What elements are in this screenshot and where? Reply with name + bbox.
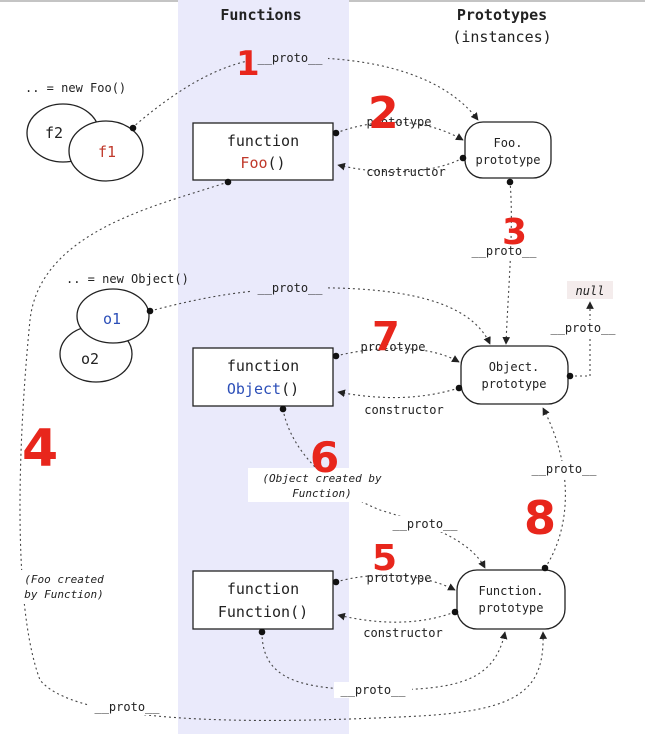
function-object-keyword: function xyxy=(227,357,299,375)
constructor-label-foo: constructor xyxy=(366,165,445,179)
function-prototype-proto-dot xyxy=(541,564,549,572)
annotation-3: 3 xyxy=(502,212,527,253)
o1-label: o1 xyxy=(103,310,121,328)
proto-label-bg-1 xyxy=(250,50,328,66)
object-created-bg xyxy=(248,468,396,502)
object-prototype-line1: Object. xyxy=(489,360,540,374)
null-label: null xyxy=(576,284,605,298)
function-foo-keyword: function xyxy=(227,132,299,150)
foo-created-line1: (Foo created xyxy=(24,573,104,586)
f1-proto-dot xyxy=(129,124,137,132)
foo-name-text: Foo xyxy=(240,154,267,172)
foo-constructor-link xyxy=(337,157,464,173)
function-function-keyword: function xyxy=(227,580,299,598)
proto-label-bg-fnfn xyxy=(334,682,412,698)
annotation-4: 4 xyxy=(22,419,58,479)
annotation-1: 1 xyxy=(236,44,260,84)
proto-label-bg-foofn xyxy=(88,699,166,715)
object-prototype-line2: prototype xyxy=(481,377,546,391)
function-constructor-dot xyxy=(451,608,459,616)
proto-label-3: __proto__ xyxy=(471,244,537,258)
o2-label: o2 xyxy=(81,350,99,368)
foo-prototype-link xyxy=(335,121,464,141)
new-object-label: .. = new Object() xyxy=(66,272,189,286)
object-created-line1: (Object created by xyxy=(262,472,382,485)
constructor-label-object: constructor xyxy=(364,403,443,417)
function-foo-box xyxy=(192,122,334,181)
object-created-line2: Function) xyxy=(292,487,352,500)
function-prototype-line2: prototype xyxy=(478,601,543,615)
object-function-proto-link xyxy=(282,408,486,569)
object-prototype-dot xyxy=(332,352,340,360)
o1-instance xyxy=(76,288,150,344)
function-prototype-proto-link xyxy=(542,407,566,569)
constructor-label-function: constructor xyxy=(363,626,442,640)
function-prototype-dot xyxy=(332,578,340,586)
annotation-8: 8 xyxy=(524,491,556,545)
foo-prototype-box xyxy=(464,121,552,179)
foo-prototype-proto-link xyxy=(502,180,512,345)
foo-paren-text: () xyxy=(268,154,286,172)
proto-label-bg-o1 xyxy=(250,280,328,296)
annotation-5: 5 xyxy=(372,538,397,579)
proto-label-fnfn: __proto__ xyxy=(340,683,406,697)
object-constructor-link xyxy=(337,387,460,399)
proto-label-8: __proto__ xyxy=(531,462,597,476)
function-object-box xyxy=(192,347,334,407)
proto-label-bg-8 xyxy=(525,461,603,477)
f1-instance xyxy=(68,120,144,182)
o1-proto-dot xyxy=(146,307,154,315)
null-box xyxy=(567,281,613,299)
proto-label-bg-objfn xyxy=(386,516,464,532)
proto-label-bg-null xyxy=(545,320,621,336)
foo-constructor-dot xyxy=(459,154,467,162)
object-name-text: Object xyxy=(227,380,281,398)
new-foo-label: .. = new Foo() xyxy=(25,81,126,95)
foo-function-proto-dot xyxy=(224,178,232,186)
proto-label-bg-3 xyxy=(465,243,543,259)
function-prototype-line1: Function. xyxy=(478,584,543,598)
object-prototype-link xyxy=(335,347,460,363)
f1-label: f1 xyxy=(98,143,116,161)
proto-label-o1: __proto__ xyxy=(257,281,323,295)
function-foo-name: Foo() xyxy=(240,154,285,172)
functions-header: Functions xyxy=(220,6,301,24)
proto-label-objfn: __proto__ xyxy=(392,517,458,531)
object-constructor-dot xyxy=(455,384,463,392)
annotation-2: 2 xyxy=(368,88,399,139)
annotation-7: 7 xyxy=(372,314,400,360)
object-function-proto-dot xyxy=(279,405,287,413)
foo-prototype-line1: Foo. xyxy=(494,136,523,150)
f2-label: f2 xyxy=(45,124,63,142)
function-function-proto-link xyxy=(261,631,508,691)
function-function-name: Function() xyxy=(218,603,308,621)
foo-created-bg xyxy=(14,570,114,604)
proto-label-foofn: __proto__ xyxy=(94,700,160,714)
annotation-6: 6 xyxy=(310,433,339,482)
foo-prototype-dot xyxy=(332,129,340,137)
foo-function-proto-link xyxy=(19,181,548,721)
object-prototype-box xyxy=(460,345,569,405)
function-constructor-link xyxy=(337,611,456,623)
function-object-name: Object() xyxy=(227,380,299,398)
object-paren-text: () xyxy=(281,380,299,398)
prototype-label-function: prototype xyxy=(366,571,431,585)
prototype-label-object: prototype xyxy=(360,340,425,354)
prototypes-header: Prototypes xyxy=(457,6,547,24)
foo-prototype-line2: prototype xyxy=(475,153,540,167)
object-prototype-null-dot xyxy=(566,372,574,380)
foo-created-line2: by Function) xyxy=(24,588,103,601)
proto-label-null: __proto__ xyxy=(550,321,616,335)
object-prototype-null-link xyxy=(570,301,594,377)
proto-label-1: __proto__ xyxy=(257,51,323,65)
foo-prototype-proto-dot xyxy=(506,178,514,186)
prototype-label-foo: prototype xyxy=(366,115,431,129)
o1-proto-link xyxy=(149,287,491,345)
instances-header: (instances) xyxy=(452,28,551,46)
function-prototype-box xyxy=(456,569,566,630)
function-function-proto-dot xyxy=(258,628,266,636)
